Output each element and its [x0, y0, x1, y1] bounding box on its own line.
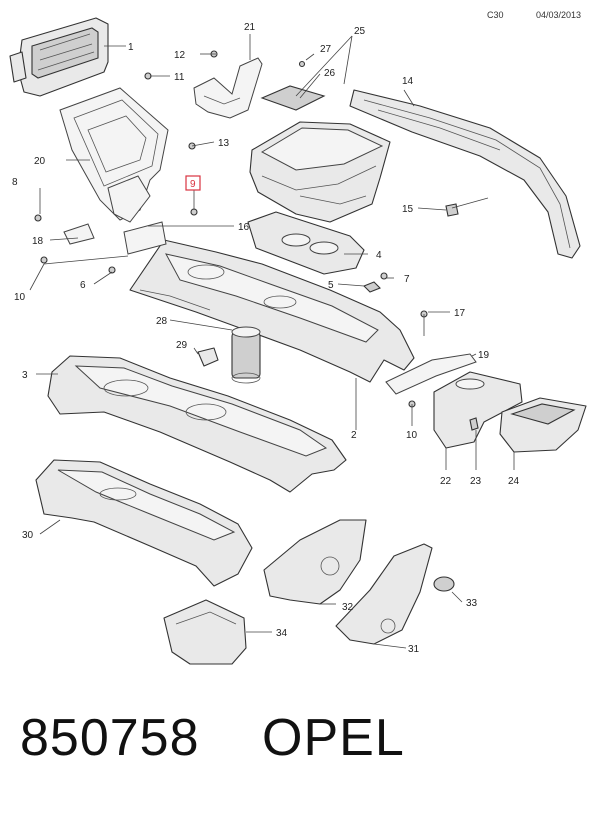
part-29-clip[interactable] [197, 347, 219, 367]
callout-29[interactable]: 29 [176, 340, 188, 351]
callout-15[interactable]: 15 [402, 204, 414, 215]
part-1-center-bezel[interactable] [9, 17, 109, 97]
callout-16[interactable]: 16 [238, 222, 250, 233]
callout-8[interactable]: 8 [12, 177, 18, 188]
footer-part-number: 850758 [20, 709, 200, 767]
callout-27[interactable]: 27 [320, 44, 332, 55]
callout-14[interactable]: 14 [402, 76, 414, 87]
leader-lines [29, 34, 515, 649]
part-22-tray[interactable] [433, 371, 523, 449]
callout-31[interactable]: 31 [408, 644, 420, 655]
callout-19[interactable]: 19 [478, 350, 490, 361]
callout-32[interactable]: 32 [342, 602, 354, 613]
page-date: 04/03/2013 [536, 10, 581, 20]
callout-9-highlight [185, 175, 201, 191]
callout-13[interactable]: 13 [218, 138, 230, 149]
part-2-main-console[interactable] [129, 239, 415, 383]
part-24-bin[interactable] [499, 397, 587, 453]
callout-25[interactable]: 25 [354, 26, 366, 37]
part-21-bracket[interactable] [193, 57, 263, 119]
part-19-bracket[interactable] [385, 353, 477, 395]
callout-12[interactable]: 12 [174, 50, 186, 61]
part-4-cupholder-insert[interactable] [247, 211, 365, 275]
callout-3[interactable]: 3 [22, 370, 28, 381]
callout-20[interactable]: 20 [34, 156, 46, 167]
part-31-side-panel[interactable] [335, 543, 433, 645]
part-3-lower-console[interactable] [47, 355, 347, 493]
callout-17[interactable]: 17 [454, 308, 466, 319]
callout-1[interactable]: 1 [128, 42, 134, 53]
part-32-side-panel[interactable] [263, 519, 367, 605]
callout-10b[interactable]: 10 [406, 430, 418, 441]
part-26-pad[interactable] [260, 85, 326, 111]
callout-22[interactable]: 22 [440, 476, 452, 487]
callout-labels: 1 2 3 4 5 6 7 8 9 10 10 11 12 13 14 15 1… [12, 22, 520, 655]
callout-21[interactable]: 21 [244, 22, 256, 33]
part-25-armrest-lid[interactable] [249, 121, 391, 223]
callout-18[interactable]: 18 [32, 236, 44, 247]
callout-4[interactable]: 4 [376, 250, 382, 261]
callout-2[interactable]: 2 [351, 430, 357, 441]
part-34-end-cap[interactable] [163, 599, 247, 665]
callout-24[interactable]: 24 [508, 476, 520, 487]
footer-brand: OPEL [262, 709, 405, 767]
callout-9[interactable]: 9 [190, 179, 196, 190]
part-30-lower-housing[interactable] [35, 459, 253, 587]
part-14-trim-strip[interactable] [349, 89, 581, 259]
callout-26[interactable]: 26 [324, 68, 336, 79]
callout-11[interactable]: 11 [174, 72, 185, 83]
fasteners [34, 50, 479, 431]
callout-33[interactable]: 33 [466, 598, 478, 609]
part-33-grommet[interactable] [433, 576, 455, 592]
callout-7[interactable]: 7 [404, 274, 410, 285]
callout-6[interactable]: 6 [80, 280, 86, 291]
callout-23[interactable]: 23 [470, 476, 482, 487]
part-20-mounting-bracket[interactable] [59, 87, 169, 223]
callout-28[interactable]: 28 [156, 316, 168, 327]
page-code: C30 [487, 10, 504, 20]
callout-10a[interactable]: 10 [14, 292, 26, 303]
callout-5[interactable]: 5 [328, 280, 334, 291]
part-28-cup[interactable] [231, 326, 261, 384]
callout-30[interactable]: 30 [22, 530, 34, 541]
callout-34[interactable]: 34 [276, 628, 288, 639]
